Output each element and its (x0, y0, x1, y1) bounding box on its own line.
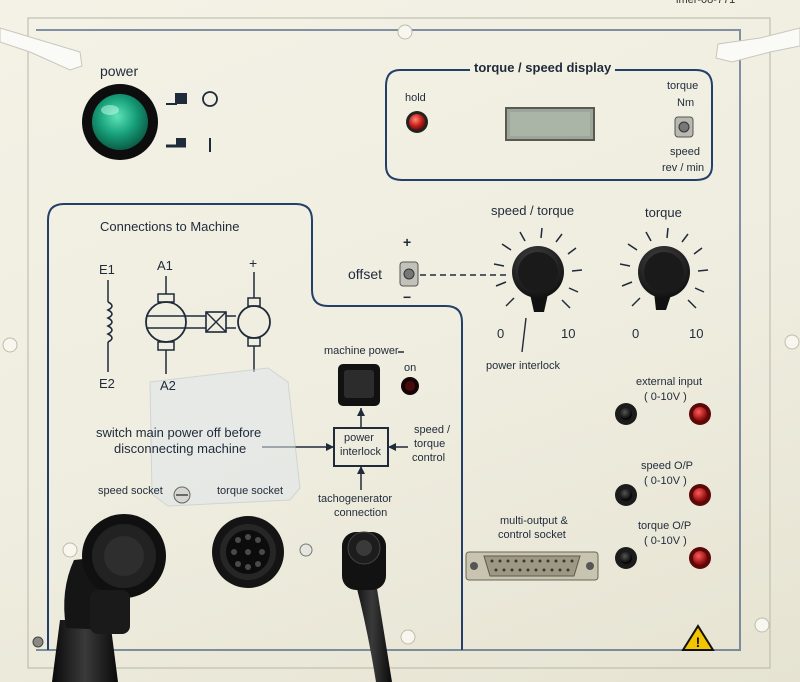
tacho-line-1: tachogenerator (318, 493, 392, 505)
mounting-screw (62, 542, 78, 558)
mounting-screw (400, 629, 416, 645)
offset-switch-hit[interactable] (398, 260, 420, 288)
torque-scale-max: 10 (689, 326, 704, 341)
on-lamp-label: on (404, 362, 417, 374)
torque-knob (619, 227, 709, 310)
interlock-box-line-2: interlock (340, 446, 381, 458)
connections-box (47, 203, 463, 650)
speed-torque-control-line-2: torque (414, 438, 446, 450)
speed-torque-scale-min: 0 (497, 326, 505, 341)
panel-inner-border (36, 29, 741, 651)
speed-op-range: ( 0-10V ) (644, 475, 687, 487)
offset-minus-label: − (403, 289, 412, 305)
off-symbol-icon (202, 91, 218, 107)
speed-op-terminals (615, 484, 711, 506)
speed-torque-knob-hit[interactable] (510, 244, 566, 300)
multi-output-line-1: multi-output & (500, 515, 568, 527)
warning-line-2: disconnecting machine (114, 441, 247, 456)
connections-title: Connections to Machine (100, 219, 240, 234)
speed-display-label: speed (670, 146, 700, 158)
tachogenerator-symbol-icon (237, 305, 271, 339)
warning-line-1: switch main power off before (96, 425, 262, 440)
external-input-label: external input (636, 376, 703, 388)
panel-clip-right (715, 27, 800, 63)
mounting-screw (754, 617, 770, 633)
speed-torque-knob-label: speed / torque (491, 203, 575, 218)
plus-terminal-label: + (249, 255, 258, 271)
multi-output-socket-hit[interactable] (466, 552, 598, 580)
torque-socket (212, 516, 284, 588)
tacho-line-2: connection (334, 507, 388, 519)
torque-socket-hit[interactable] (212, 516, 284, 588)
display-select-switch-hit[interactable] (673, 115, 695, 139)
mounting-screw (397, 24, 413, 40)
motor-symbol-icon (145, 301, 187, 343)
tachogenerator-socket-hit[interactable] (342, 532, 386, 590)
speed-torque-control-line-1: speed / (414, 424, 451, 436)
a2-label: A2 (160, 378, 176, 393)
speed-op-label: speed O/P (641, 460, 693, 472)
torque-knob-hit[interactable] (636, 244, 692, 300)
speed-socket-hit[interactable] (82, 514, 166, 598)
machine-power-button-hit[interactable] (338, 364, 380, 406)
torque-op-red-terminal[interactable] (689, 547, 711, 569)
machine-power-label: machine power (324, 345, 399, 357)
speed-unit-label: rev / min (662, 162, 705, 174)
small-screw (299, 543, 313, 557)
torque-unit-label: Nm (677, 97, 695, 109)
svg-text:!: ! (696, 634, 701, 650)
speed-socket-label: speed socket (98, 485, 163, 497)
coupling-symbol-icon (205, 311, 227, 333)
speed-torque-knob (493, 227, 583, 312)
e1-label: E1 (99, 262, 115, 277)
a1-label: A1 (157, 258, 173, 273)
panel-clip-left (0, 27, 83, 71)
torque-knob-label: torque (645, 205, 682, 220)
e2-label: E2 (99, 376, 115, 391)
torque-display-label: torque (667, 80, 699, 92)
hold-button-hit[interactable] (405, 110, 429, 134)
protective-flap (149, 367, 301, 507)
display-title: torque / speed display (470, 60, 616, 75)
hold-label: hold (405, 92, 426, 104)
multi-output-line-2: control socket (498, 529, 566, 541)
speed-torque-control-line-3: control (412, 452, 446, 464)
torque-scale-min: 0 (632, 326, 640, 341)
speed-op-red-terminal[interactable] (689, 484, 711, 506)
torque-op-label: torque O/P (638, 520, 692, 532)
speed-op-black-terminal[interactable] (615, 484, 637, 506)
panel-reference-text: imer-08-771 (676, 0, 736, 6)
speed-torque-scale-max: 10 (561, 326, 576, 341)
interlock-box-line-1: power (344, 432, 374, 444)
torque-op-terminals (615, 547, 711, 569)
speed-socket-plug (52, 514, 166, 682)
torque-socket-label: torque socket (217, 485, 284, 497)
power-interlock-label: power interlock (486, 360, 560, 372)
tachogenerator-plug (342, 531, 392, 682)
external-input-black-terminal[interactable] (615, 403, 637, 425)
lcd-readout (510, 112, 590, 136)
external-input-range: ( 0-10V ) (644, 391, 687, 403)
torque-op-black-terminal[interactable] (615, 547, 637, 569)
torque-op-range: ( 0-10V ) (644, 535, 687, 547)
panel-border (27, 17, 771, 669)
mounting-screw (784, 334, 800, 350)
display-box (385, 69, 713, 181)
external-input-terminals (615, 403, 711, 425)
earth-screw (32, 636, 44, 648)
external-input-red-terminal[interactable] (689, 403, 711, 425)
power-button-hit[interactable] (82, 84, 158, 160)
power-label: power (100, 63, 139, 79)
dsub-connector (465, 551, 599, 581)
mounting-screw (2, 337, 18, 353)
offset-plus-label: + (403, 234, 412, 250)
warning-triangle-icon (681, 624, 715, 651)
offset-label: offset (348, 266, 382, 282)
field-winding-icon (106, 301, 113, 343)
